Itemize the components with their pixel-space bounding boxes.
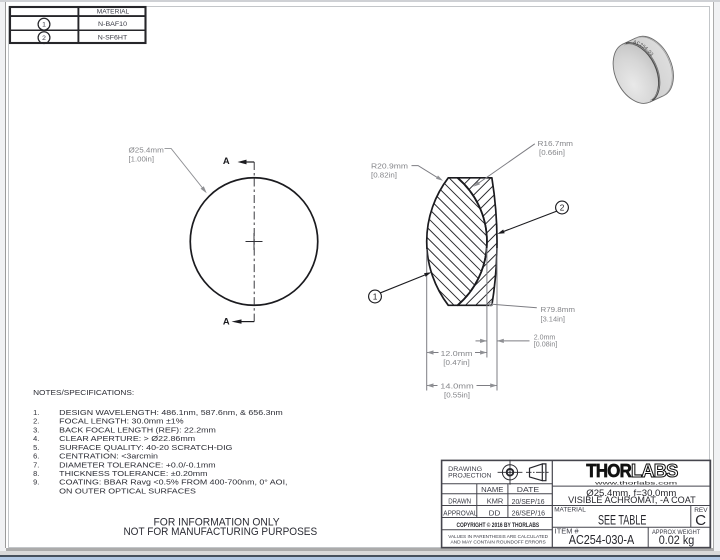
svg-text:2: 2 — [560, 203, 565, 213]
svg-text:APPROX WEIGHT: APPROX WEIGHT — [652, 529, 700, 536]
svg-text:NOTES/SPECIFICATIONS:: NOTES/SPECIFICATIONS: — [33, 388, 134, 397]
svg-text:FOCAL LENGTH: 30.0mm ±1%: FOCAL LENGTH: 30.0mm ±1% — [59, 417, 184, 426]
svg-text:C: C — [695, 512, 706, 529]
svg-text:14.0mm: 14.0mm — [440, 382, 474, 391]
svg-text:ITEM #: ITEM # — [555, 528, 579, 535]
svg-text:VISIBLE ACHROMAT, -A COAT: VISIBLE ACHROMAT, -A COAT — [568, 495, 696, 505]
svg-text:DRAWN: DRAWN — [448, 498, 471, 506]
svg-text:DATE: DATE — [517, 485, 540, 494]
svg-text:9.: 9. — [33, 478, 39, 487]
svg-text:DIAMETER TOLERANCE: +0.0/-0.1m: DIAMETER TOLERANCE: +0.0/-0.1mm — [59, 460, 215, 469]
svg-text:1: 1 — [42, 22, 46, 29]
svg-text:5.: 5. — [33, 443, 39, 452]
svg-text:KMR: KMR — [487, 498, 504, 506]
svg-text:2.: 2. — [33, 417, 39, 426]
svg-text:[3.14in]: [3.14in] — [541, 314, 566, 323]
svg-text:N-BAF10: N-BAF10 — [98, 21, 128, 28]
svg-text:4.: 4. — [33, 434, 39, 443]
svg-text:ON OUTER OPTICAL SURFACES: ON OUTER OPTICAL SURFACES — [59, 487, 196, 496]
svg-text:Ø25.4mm: Ø25.4mm — [129, 146, 164, 155]
svg-text:VALUES IN PARENTHESIS ARE CALC: VALUES IN PARENTHESIS ARE CALCULATED — [448, 534, 548, 540]
svg-text:R20.9mm: R20.9mm — [371, 161, 408, 170]
svg-text:AC254-030-A: AC254-030-A — [569, 533, 635, 547]
svg-text:CENTRATION: <3arcmin: CENTRATION: <3arcmin — [59, 452, 158, 461]
svg-text:26/SEP/16: 26/SEP/16 — [512, 510, 545, 518]
svg-text:THOR: THOR — [586, 460, 631, 481]
svg-text:DESIGN WAVELENGTH: 486.1nm, 58: DESIGN WAVELENGTH: 486.1nm, 587.6nm, & 6… — [59, 408, 283, 417]
svg-text:NAME: NAME — [481, 485, 503, 494]
svg-text:[1.00in]: [1.00in] — [129, 155, 155, 164]
svg-text:DRAWING: DRAWING — [448, 466, 482, 473]
svg-text:SURFACE QUALITY: 40-20 SCRATCH: SURFACE QUALITY: 40-20 SCRATCH-DIG — [59, 443, 233, 452]
svg-text:MATERIAL: MATERIAL — [554, 507, 586, 514]
svg-text:A: A — [223, 155, 230, 166]
svg-text:2.0mm: 2.0mm — [534, 332, 556, 341]
svg-text:[0.55in]: [0.55in] — [444, 391, 470, 400]
svg-text:CLEAR APERTURE: > Ø22.86mm: CLEAR APERTURE: > Ø22.86mm — [59, 434, 195, 443]
svg-text:BACK FOCAL LENGTH (REF): 22.2m: BACK FOCAL LENGTH (REF): 22.2mm — [59, 425, 216, 434]
svg-text:1.: 1. — [33, 408, 39, 417]
svg-text:AC254-030-A: AC254-030-A — [24, 0, 656, 336]
svg-text:R79.8mm: R79.8mm — [541, 305, 576, 314]
svg-text:20/SEP/16: 20/SEP/16 — [512, 498, 545, 506]
svg-text:REV: REV — [694, 507, 708, 514]
svg-text:FOR INFORMATION ONLY: FOR INFORMATION ONLY — [154, 516, 280, 528]
svg-text:R16.7mm: R16.7mm — [538, 139, 574, 148]
svg-text:[0.08in]: [0.08in] — [534, 339, 558, 348]
svg-text:2: 2 — [42, 35, 46, 42]
svg-text:DD: DD — [489, 509, 501, 517]
svg-text:www.thorlabs.com: www.thorlabs.com — [595, 480, 677, 486]
svg-text:COPYRIGHT © 2016 BY THORLABS: COPYRIGHT © 2016 BY THORLABS — [456, 522, 539, 529]
svg-text:1: 1 — [373, 292, 378, 302]
svg-text:12.0mm: 12.0mm — [441, 349, 473, 358]
svg-text:MATERIAL: MATERIAL — [97, 8, 130, 15]
svg-text:[0.66in]: [0.66in] — [539, 148, 565, 157]
svg-text:APPROVAL: APPROVAL — [443, 509, 477, 517]
svg-text:NOT FOR MANUFACTURING PURPOSES: NOT FOR MANUFACTURING PURPOSES — [123, 526, 317, 538]
svg-text:A: A — [223, 316, 230, 327]
svg-text:6.: 6. — [33, 452, 39, 461]
svg-text:[0.47in]: [0.47in] — [443, 358, 470, 367]
svg-text:LABS: LABS — [631, 460, 678, 481]
svg-text:7.: 7. — [33, 460, 39, 469]
svg-text:N-SF6HT: N-SF6HT — [98, 35, 128, 42]
svg-text:AND MAY CONTAIN ROUNDOFF ERROR: AND MAY CONTAIN ROUNDOFF ERRORS — [450, 540, 546, 546]
svg-text:3.: 3. — [33, 425, 39, 434]
svg-text:PROJECTION: PROJECTION — [448, 473, 491, 480]
svg-text:[0.82in]: [0.82in] — [371, 170, 397, 179]
svg-text:COATING: BBAR Ravg <0.5% FROM: COATING: BBAR Ravg <0.5% FROM 400-700nm,… — [59, 478, 287, 487]
svg-text:SEE TABLE: SEE TABLE — [598, 512, 646, 528]
svg-text:8.: 8. — [33, 469, 39, 478]
svg-text:0.02 kg: 0.02 kg — [659, 533, 695, 547]
svg-text:Ø25.4mm, f=30.0mm: Ø25.4mm, f=30.0mm — [586, 488, 676, 499]
svg-text:THICKNESS TOLERANCE: ±0.20mm: THICKNESS TOLERANCE: ±0.20mm — [59, 469, 207, 478]
